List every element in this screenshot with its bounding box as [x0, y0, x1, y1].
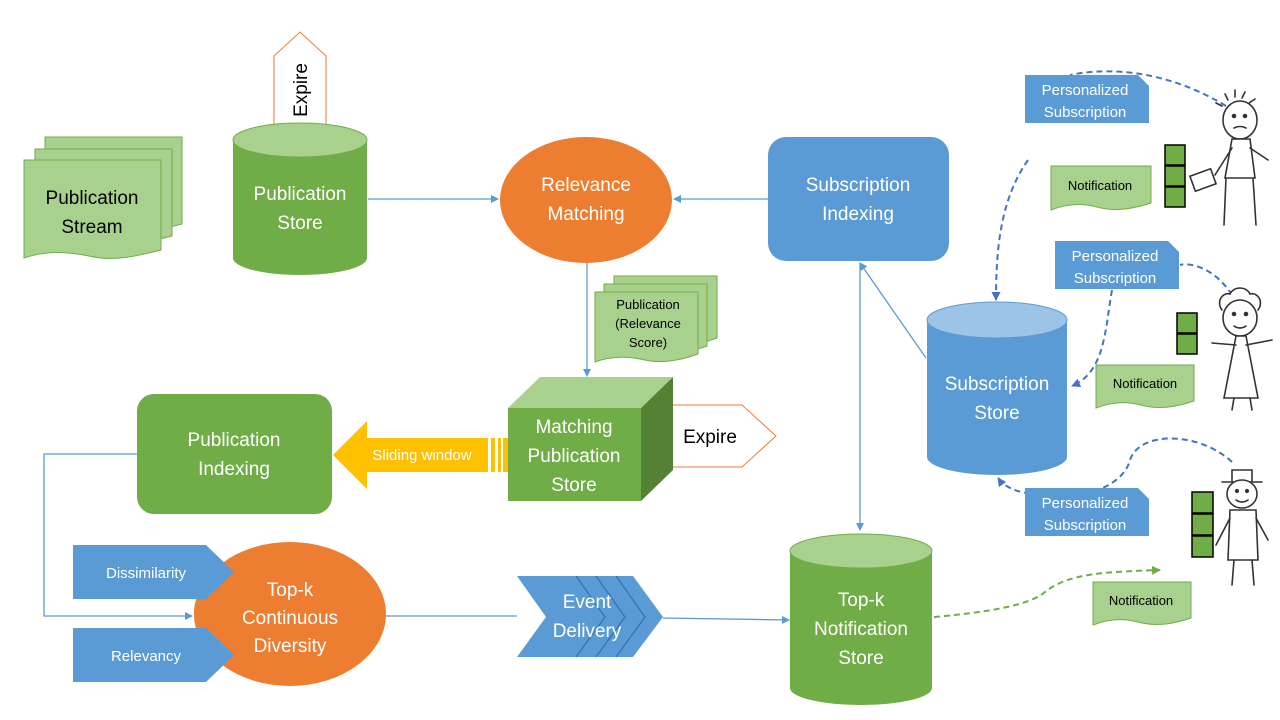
personalized-subscription-2: Personalized Subscription	[1055, 241, 1179, 289]
relevance-matching: Relevance Matching	[500, 137, 672, 263]
subscription-store-label-1: Subscription	[945, 374, 1050, 395]
publication-store-label-2: Store	[277, 213, 322, 234]
publication-indexing: Publication Indexing	[137, 394, 332, 514]
relevance-matching-label-2: Matching	[547, 204, 624, 225]
sliding-window-label: Sliding window	[372, 447, 471, 464]
expire-right-arrow: Expire	[673, 404, 777, 468]
expire-right-label: Expire	[683, 427, 737, 448]
pub-score-label-1: Publication	[616, 297, 680, 312]
publication-stream-label-1: Publication	[46, 188, 139, 209]
dissimilarity-input: Dissimilarity	[73, 545, 234, 599]
personalized-subscription-3-line-1: Personalized	[1042, 495, 1129, 512]
relevance-matching-label-1: Relevance	[541, 175, 631, 196]
subscription-indexing: Subscription Indexing	[768, 137, 949, 261]
connector-pubindexing-to-topk	[43, 453, 193, 620]
pub-score-label-2: (Relevance	[615, 316, 681, 331]
expire-top-label: Expire	[291, 63, 312, 117]
subscription-indexing-label-1: Subscription	[806, 175, 911, 196]
event-delivery-label-1: Event	[563, 592, 612, 613]
event-delivery: Event Delivery	[517, 575, 663, 658]
publication-store-label-1: Publication	[254, 184, 347, 205]
relevancy-label: Relevancy	[111, 648, 182, 665]
notification-doc-1: Notification	[1050, 165, 1152, 211]
matching-store-label-2: Publication	[528, 446, 621, 467]
user-woman-icon	[1211, 287, 1273, 411]
publication-relevance-score-docs: Publication (Relevance Score)	[594, 275, 718, 363]
expire-top-arrow: Expire	[273, 31, 327, 127]
user-farmer-icon	[1215, 469, 1269, 586]
dashed-notifstore-to-user4	[933, 565, 1161, 618]
publication-store: Publication Store	[232, 122, 368, 275]
dashed-user1-to-substore	[996, 70, 1227, 300]
topk-continuous-diversity: Top-k Continuous Diversity	[194, 542, 386, 686]
notification-store-label-1: Top-k	[838, 590, 885, 611]
publication-stream: Publication Stream	[23, 136, 183, 259]
topk-notification-store: Top-k Notification Store	[789, 533, 933, 705]
connectors	[43, 195, 927, 624]
notification-doc-3-label: Notification	[1109, 593, 1173, 608]
personalized-subscription-2-line-1: Personalized	[1072, 248, 1159, 265]
pub-score-label-3: Score)	[629, 335, 667, 350]
notification-doc-2-label: Notification	[1113, 376, 1177, 391]
personalized-subscription-1-line-2: Subscription	[1044, 104, 1127, 121]
subscription-indexing-label-2: Indexing	[822, 204, 894, 225]
sliding-window-arrow: Sliding window	[333, 421, 508, 489]
matching-store-label-1: Matching	[535, 417, 612, 438]
publication-indexing-label-2: Indexing	[198, 459, 270, 480]
notification-doc-1-label: Notification	[1068, 178, 1132, 193]
publication-indexing-label-1: Publication	[188, 430, 281, 451]
dissimilarity-label: Dissimilarity	[106, 565, 186, 582]
personalized-subscription-1: Personalized Subscription	[1025, 75, 1149, 123]
subscription-store-label-2: Store	[974, 403, 1019, 424]
personalized-subscription-3: Personalized Subscription	[1025, 488, 1149, 536]
dashed-user2-to-substore	[1072, 263, 1233, 386]
notification-store-label-2: Notification	[814, 619, 908, 640]
publication-stream-label-2: Stream	[61, 217, 122, 238]
event-delivery-label-2: Delivery	[553, 621, 622, 642]
personalized-subscription-3-line-2: Subscription	[1044, 517, 1127, 534]
notification-doc-3: Notification	[1092, 581, 1192, 626]
subscription-store: Subscription Store	[926, 301, 1068, 475]
relevancy-input: Relevancy	[73, 628, 234, 682]
topk-diversity-label-1: Top-k	[267, 580, 314, 601]
device-stack-1	[1164, 144, 1186, 208]
connector-event-to-notifstore	[662, 615, 790, 624]
matching-publication-store: Matching Publication Store	[508, 377, 673, 501]
personalized-subscription-2-line-2: Subscription	[1074, 270, 1157, 287]
notification-store-label-3: Store	[838, 648, 883, 669]
device-stack-3	[1191, 491, 1214, 558]
personalized-subscription-1-line-1: Personalized	[1042, 82, 1129, 99]
topk-diversity-label-3: Diversity	[254, 636, 327, 657]
user-businessman-icon	[1188, 89, 1269, 226]
notification-doc-2: Notification	[1095, 364, 1195, 409]
device-stack-2	[1176, 312, 1198, 355]
matching-store-label-3: Store	[551, 475, 596, 496]
topk-diversity-label-2: Continuous	[242, 608, 338, 629]
connector-substore-to-subindexing	[859, 262, 927, 359]
